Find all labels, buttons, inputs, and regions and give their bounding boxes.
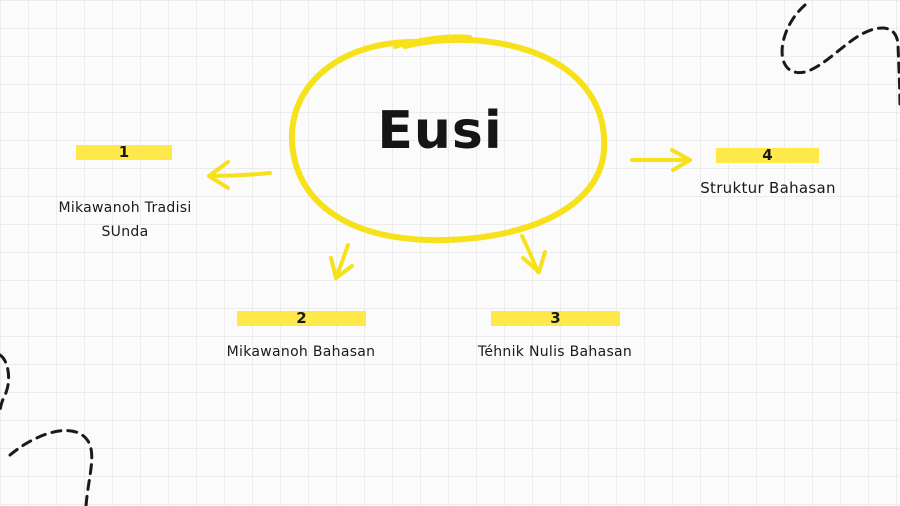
node-1-label: Mikawanoh Tradisi SUnda [58,200,192,240]
arrow-to-node-4 [630,148,692,172]
node-2-label: Mikawanoh Bahasan [226,344,376,360]
dashed-doodle-top-right [780,3,900,112]
dashed-doodle-bottom-left [0,353,11,417]
center-title: Eusi [377,101,503,161]
node-1-number-badge: 1 [76,145,172,160]
arrow-to-node-2 [329,243,354,280]
center-circle [288,34,608,244]
arrow-to-node-3 [520,234,547,274]
node-4-label: Struktur Bahasan [700,179,836,197]
node-3-label: Téhnik Nulis Bahasan [477,344,633,360]
node-3-number-badge: 3 [491,311,620,326]
arrow-to-node-1 [207,160,272,190]
dashed-doodle-bottom-left-2 [8,429,94,506]
node-4-number-badge: 4 [716,148,819,163]
node-2-number-badge: 2 [237,311,366,326]
